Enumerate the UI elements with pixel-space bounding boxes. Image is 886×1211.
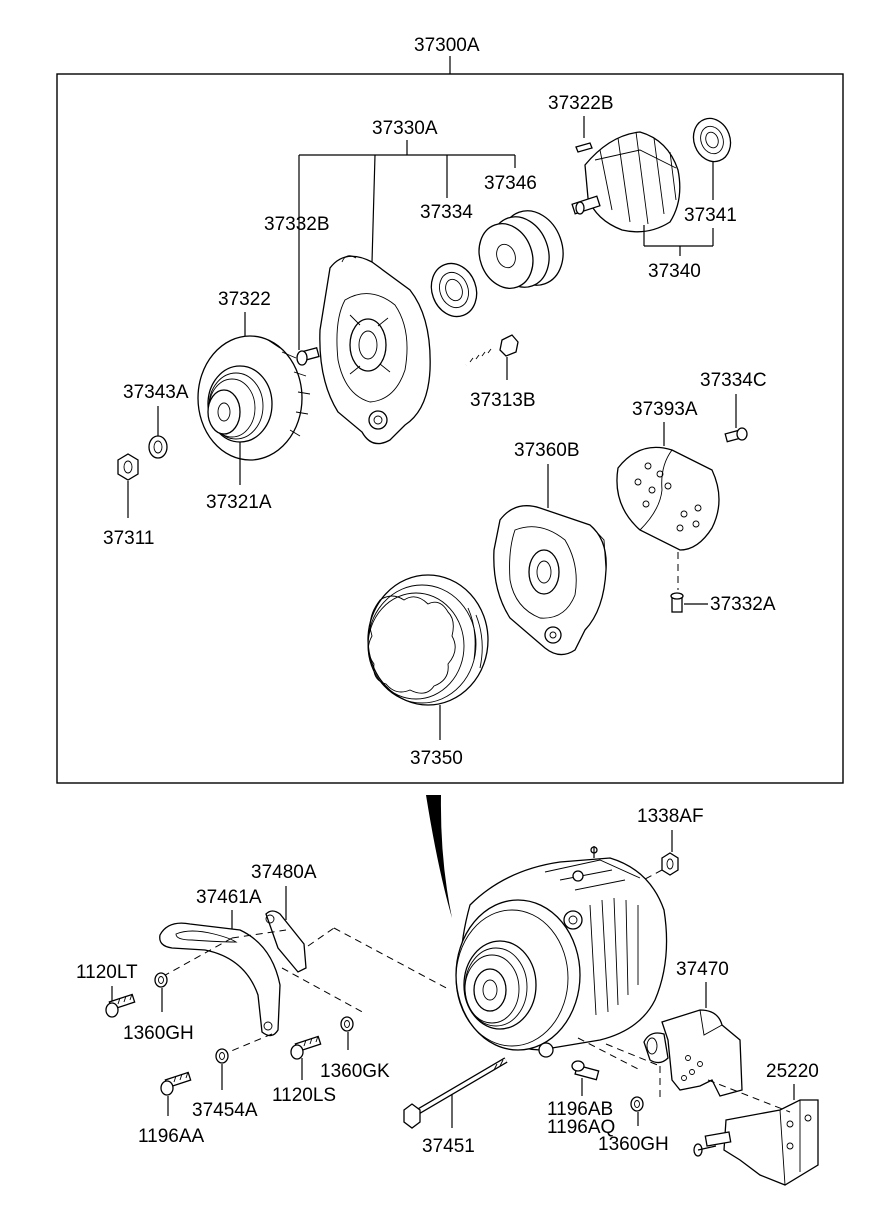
part-37332A-screw[interactable]: [670, 592, 684, 613]
bracket-37330A: [298, 140, 516, 350]
label-37454A[interactable]: 37454A: [192, 1100, 258, 1121]
part-1338AF-nut[interactable]: [661, 852, 679, 876]
label-25220[interactable]: 25220: [766, 1061, 819, 1082]
label-37334C[interactable]: 37334C: [700, 370, 767, 391]
part-1196AA-bolt[interactable]: [160, 1071, 192, 1096]
bracket-37340: [643, 225, 714, 256]
part-37322B-key[interactable]: [575, 142, 593, 153]
label-1196AA[interactable]: 1196AA: [138, 1126, 205, 1147]
label-37322B[interactable]: 37322B: [548, 93, 614, 114]
part-37343A-washer[interactable]: [148, 435, 168, 459]
part-25220-bracket[interactable]: [693, 1099, 819, 1186]
label-37343A[interactable]: 37343A: [123, 382, 189, 403]
label-37350[interactable]: 37350: [410, 748, 463, 769]
part-1360GH-washer-left[interactable]: [154, 972, 168, 988]
part-1196AB-bolt[interactable]: [571, 1060, 600, 1081]
label-37322[interactable]: 37322: [218, 289, 271, 310]
part-1120LT-bolt[interactable]: [105, 993, 136, 1018]
label-1360GH-left[interactable]: 1360GH: [123, 1023, 194, 1044]
label-1196AQ[interactable]: 1196AQ: [547, 1117, 615, 1138]
label-37341[interactable]: 37341: [684, 205, 737, 226]
part-37334-bearing[interactable]: [424, 257, 484, 323]
label-37311[interactable]: 37311: [103, 528, 154, 549]
part-1360GK-washer[interactable]: [340, 1016, 354, 1032]
label-37461A[interactable]: 37461A: [196, 887, 262, 908]
part-37480A-bracket[interactable]: [265, 910, 307, 973]
label-37332B[interactable]: 37332B: [264, 214, 330, 235]
label-37313B[interactable]: 37313B: [470, 390, 536, 411]
part-37454A-washer[interactable]: [215, 1048, 229, 1064]
part-1120LS-bolt[interactable]: [290, 1035, 322, 1060]
part-alternator-assembly[interactable]: [455, 846, 668, 1058]
label-37300A[interactable]: 37300A: [414, 35, 480, 56]
part-37346-spacer[interactable]: [470, 202, 573, 296]
label-37330A[interactable]: 37330A: [372, 118, 438, 139]
part-37340-rotor[interactable]: [571, 131, 681, 233]
label-37346[interactable]: 37346: [484, 173, 537, 194]
assembly-arrow: [426, 795, 452, 918]
label-1360GK[interactable]: 1360GK: [320, 1061, 390, 1082]
label-37480A[interactable]: 37480A: [251, 862, 317, 883]
label-1360GH-right[interactable]: 1360GH: [598, 1134, 669, 1155]
label-1120LT[interactable]: 1120LT: [76, 962, 138, 983]
label-37321A[interactable]: 37321A: [206, 492, 272, 513]
part-37470-bracket[interactable]: [643, 1009, 743, 1097]
part-37330A-front-housing[interactable]: [319, 255, 431, 445]
label-1338AF[interactable]: 1338AF: [637, 806, 704, 827]
part-1360GH-washer-right[interactable]: [630, 1096, 644, 1112]
label-37332A[interactable]: 37332A: [710, 594, 776, 615]
part-37341-bearing[interactable]: [688, 113, 737, 167]
label-37470[interactable]: 37470: [676, 959, 729, 980]
label-1196AB[interactable]: 1196AB: [547, 1099, 613, 1120]
part-37461A-adjusting-arm[interactable]: [159, 922, 281, 1037]
part-37313B-through-bolt[interactable]: [465, 334, 519, 367]
label-37340[interactable]: 37340: [648, 261, 701, 282]
part-37332B-screw[interactable]: [296, 347, 320, 366]
part-37360B-rear-housing[interactable]: [493, 505, 607, 656]
part-37393A-rear-cover[interactable]: [616, 446, 720, 551]
part-37334C-screw[interactable]: [724, 427, 748, 443]
label-37360B[interactable]: 37360B: [514, 440, 580, 461]
part-37321A-pulley[interactable]: [207, 365, 273, 443]
label-37393A[interactable]: 37393A: [632, 399, 698, 420]
part-37350-stator[interactable]: [367, 574, 489, 706]
part-37451-long-bolt[interactable]: [403, 1057, 508, 1129]
label-1120LS[interactable]: 1120LS: [272, 1085, 336, 1106]
label-37334[interactable]: 37334: [420, 202, 473, 223]
part-37311-nut[interactable]: [117, 453, 139, 481]
label-37451[interactable]: 37451: [422, 1136, 475, 1157]
